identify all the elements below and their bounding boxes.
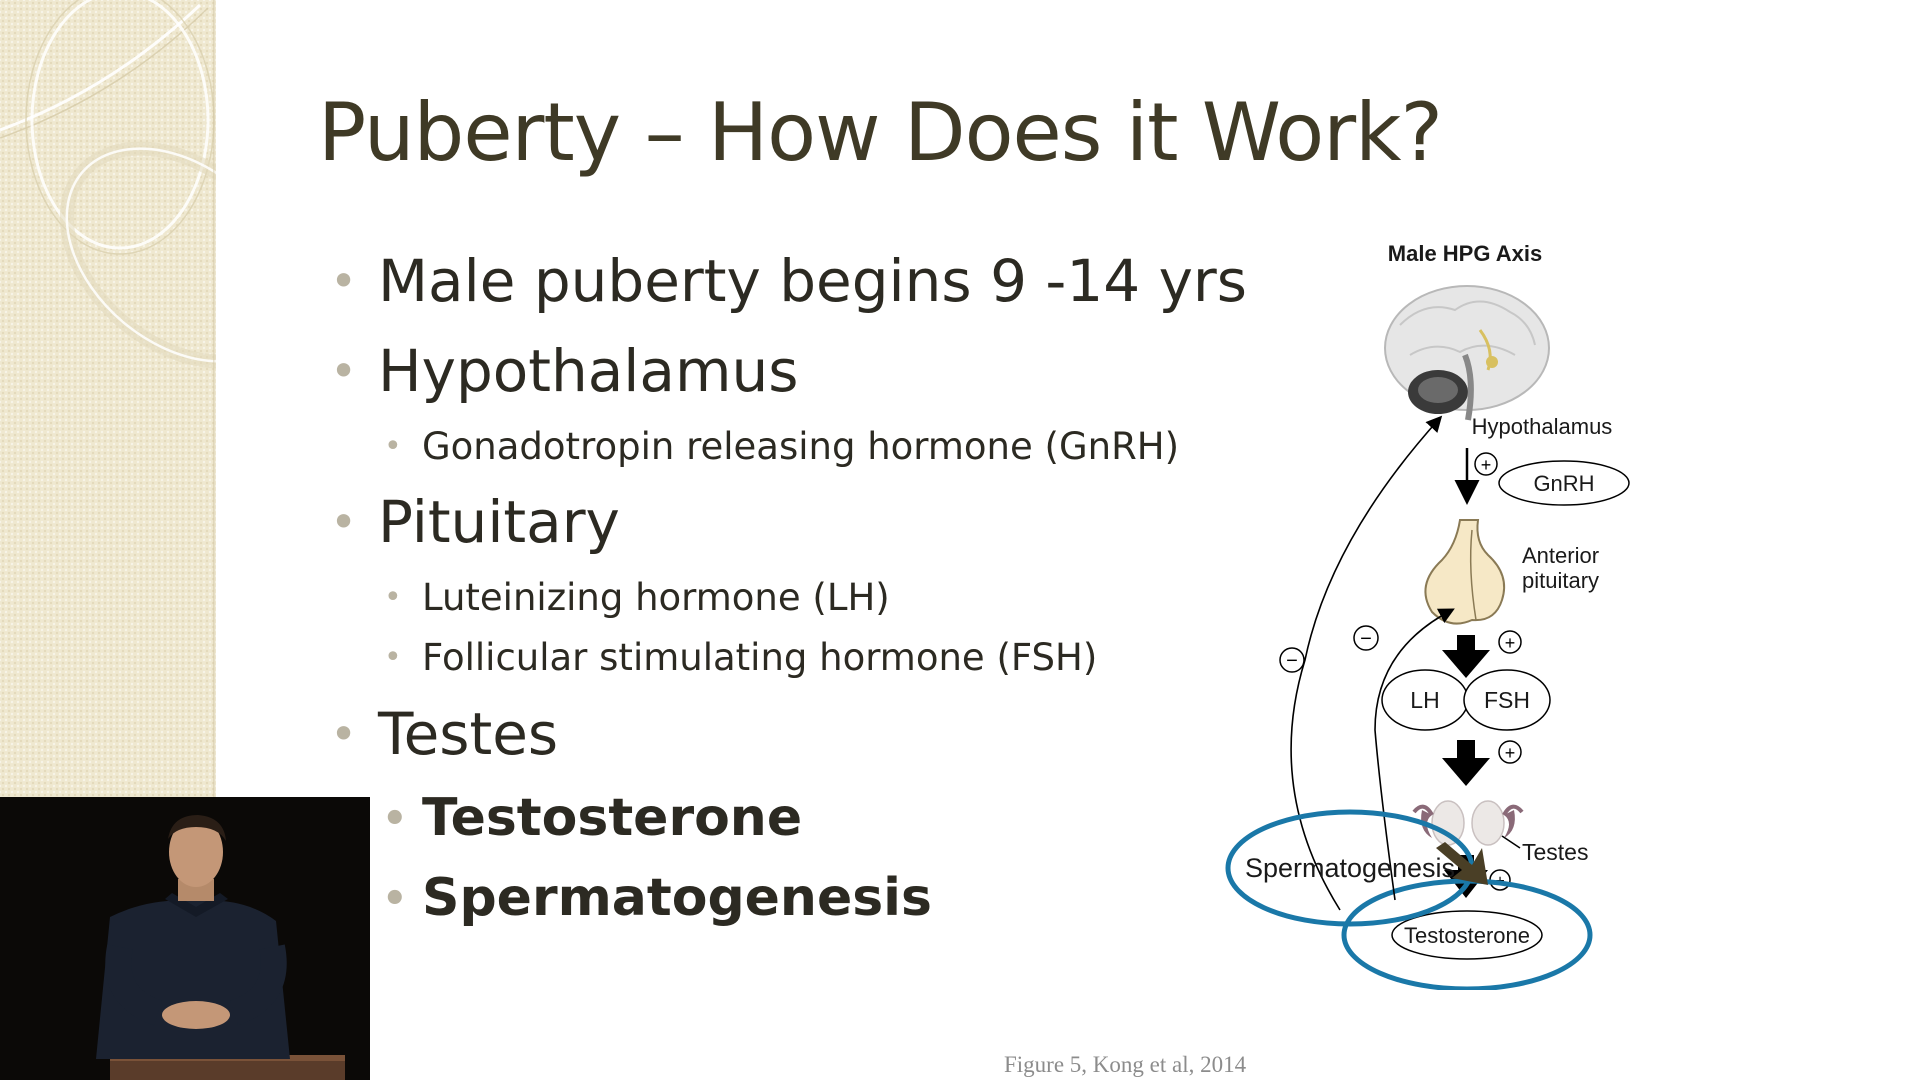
bullet-testosterone: • Testosterone [382,788,803,848]
minus-sign-label: − [1360,628,1372,650]
label-pituitary: pituitary [1522,568,1599,593]
fsh-oval [1463,669,1551,731]
podium [110,1059,345,1080]
plus-sign-icon [1474,452,1498,476]
bullet-gnrh: • Gonadotropin releasing hormone (GnRH) [384,425,1180,468]
arrow-gonadotropins-to-testes [1442,740,1490,786]
testosterone-oval [1391,910,1543,960]
gnrh-oval [1498,460,1630,506]
bullet-text: Follicular stimulating hormone (FSH) [422,636,1098,679]
bullet-dot: • [330,344,358,398]
bullet-dot: • [384,640,402,675]
bullet-testes: • Testes [330,700,559,768]
plus-sign-label: + [1505,633,1516,653]
bullet-text: Pituitary [378,488,620,556]
diagram-title: Male HPG Axis [1388,241,1542,266]
plus-sign-label: + [1481,455,1492,475]
presenter-video [0,797,370,1080]
label-testes: Testes [1522,839,1588,865]
strip-edge-shadow [213,0,216,1080]
arrow-testes-to-spermatogenesis [1436,842,1488,885]
presenter-head [169,817,223,887]
bullet-text: Gonadotropin releasing hormone (GnRH) [422,425,1180,468]
bullet-dot: • [382,796,408,842]
bullet-fsh: • Follicular stimulating hormone (FSH) [384,636,1098,679]
plus-sign-icon [1498,740,1522,764]
testes-leader-line [1501,835,1521,849]
bullet-dot: • [330,495,358,549]
testes-icon [1412,800,1524,846]
hpg-axis-diagram: Male HPG Axis Hypothalamus + GnRH Anteri… [1225,241,1630,990]
label-hypothalamus: Hypothalamus [1472,414,1613,439]
decorative-side-strip [0,0,216,1080]
presenter-image [0,797,370,1080]
bullet-dot: • [384,580,402,615]
plus-sign-icon [1498,630,1522,654]
bullet-text: Luteinizing hormone (LH) [422,576,890,619]
brain-icon [1384,285,1550,421]
bullet-text: Hypothalamus [378,337,799,405]
plus-sign-label: + [1505,743,1516,763]
bullet-pituitary: • Pituitary [330,488,620,556]
label-spermatogenesis: Spermatogenesis [1245,853,1455,883]
label-testosterone: Testosterone [1404,923,1530,948]
bullet-text: Spermatogenesis [422,868,932,928]
minus-sign-icon [1279,647,1305,673]
bullet-dot: • [384,429,402,464]
label-anterior: Anterior [1522,543,1599,568]
minus-sign-label: − [1286,650,1298,672]
arrow-pituitary-to-gonadotropins [1442,635,1490,678]
bullet-spermatogenesis: • Spermatogenesis [382,868,932,928]
bullet-text: Testosterone [422,788,803,848]
bullet-lh: • Luteinizing hormone (LH) [384,576,890,619]
pituitary-icon [1424,519,1506,625]
decorative-swirl-icon [0,0,216,369]
bullet-male-puberty: • Male puberty begins 9 -14 yrs [330,247,1247,315]
feedback-arrow-to-hypothalamus [1290,415,1443,911]
bullet-text: Male puberty begins 9 -14 yrs [378,247,1247,315]
slide-title: Puberty – How Does it Work? [318,86,1443,179]
bullet-dot: • [330,707,358,761]
feedback-arrow-to-pituitary [1374,608,1455,901]
bullet-dot: • [330,254,358,308]
bullet-dot: • [382,876,408,922]
bullet-hypothalamus: • Hypothalamus [330,337,799,405]
presenter-hands [162,1001,230,1029]
figure-caption: Figure 5, Kong et al, 2014 [1004,1052,1247,1077]
label-lh: LH [1410,687,1439,713]
minus-sign-icon [1353,625,1379,651]
label-fsh: FSH [1484,687,1530,713]
bullet-text: Testes [378,700,559,768]
label-gnrh: GnRH [1533,471,1594,496]
